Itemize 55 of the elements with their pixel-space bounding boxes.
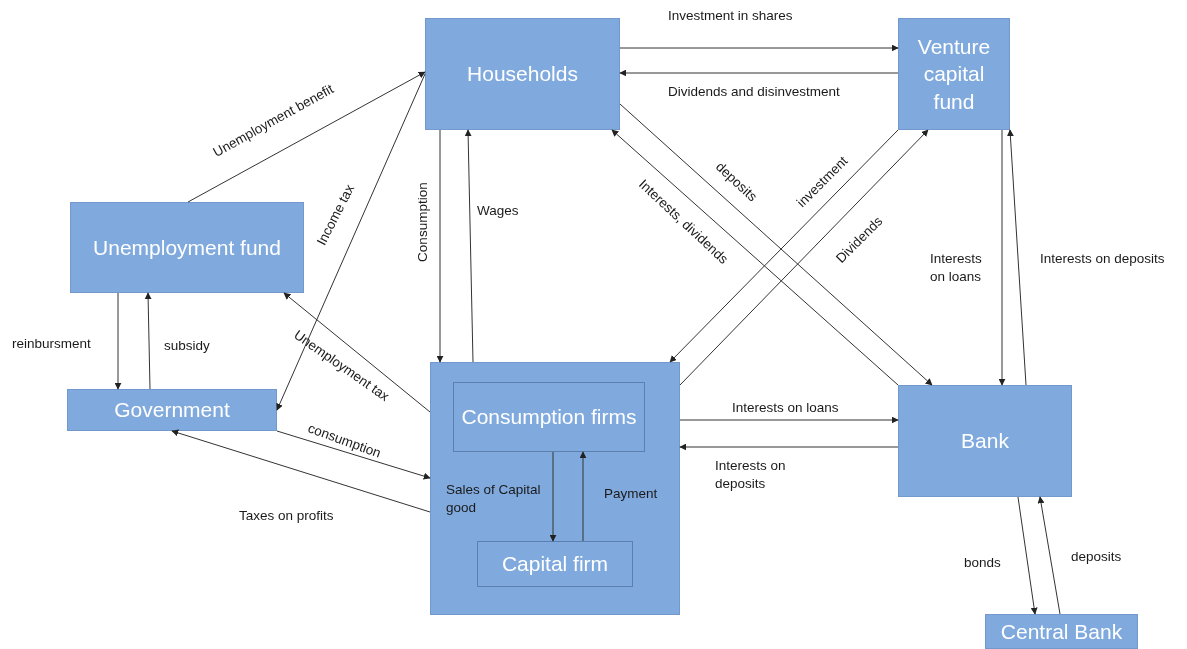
- edge-label: reinbursment: [12, 335, 91, 353]
- entity-box: [898, 385, 1072, 497]
- node-label: Unemployment fund: [92, 234, 282, 261]
- node-label: Capital firm: [500, 551, 610, 578]
- arrow: [619, 69, 899, 77]
- edge-label: Interests on deposits: [1040, 250, 1165, 268]
- arrow: [436, 129, 444, 363]
- entity-box: [70, 202, 304, 293]
- arrow: [679, 129, 929, 386]
- arrow: [1006, 129, 1027, 386]
- edge-label: Consumption: [413, 182, 431, 262]
- node-label: Central Bank: [999, 618, 1124, 645]
- edge-label: Dividends and disinvestment: [668, 83, 840, 101]
- arrow: [1017, 496, 1038, 615]
- edge-label: subsidy: [164, 337, 210, 355]
- edge-label: Payment: [604, 485, 658, 503]
- inner-box: [453, 382, 645, 452]
- edge-label: bonds: [964, 554, 1001, 572]
- arrow: [171, 429, 431, 513]
- edge-label: Investment in shares: [668, 7, 793, 25]
- edge-label: deposits: [1071, 548, 1122, 566]
- arrow: [611, 129, 899, 386]
- edge-label: Interests on deposits: [715, 457, 787, 494]
- node-label: Bank: [960, 428, 1010, 455]
- entity-box: [67, 389, 277, 431]
- node-label: Government: [113, 397, 231, 424]
- edge-label: Wages: [477, 202, 519, 220]
- entity-box: [898, 18, 1010, 130]
- arrow: [549, 451, 557, 542]
- arrow: [144, 292, 152, 390]
- firms-box: [430, 362, 680, 615]
- arrow: [283, 292, 431, 413]
- edge-label: Taxes on profits: [239, 507, 334, 525]
- edge-label: Sales of Capital good: [446, 481, 542, 518]
- arrow: [276, 73, 426, 411]
- arrow: [679, 416, 899, 424]
- arrow: [669, 129, 899, 363]
- entity-box: [425, 18, 620, 130]
- arrow: [187, 71, 426, 203]
- edge-label: Interests on loans: [732, 399, 839, 417]
- arrow: [464, 129, 474, 363]
- arrow: [1037, 496, 1061, 615]
- entity-box: [985, 614, 1138, 649]
- arrow: [579, 451, 587, 542]
- arrow: [276, 430, 431, 480]
- node-label: Venture capital fund: [916, 34, 992, 115]
- node-label: Households: [466, 61, 579, 88]
- edge-label: Interests on loans: [930, 250, 983, 287]
- arrow: [998, 129, 1006, 386]
- arrow: [114, 292, 122, 390]
- inner-box: [477, 541, 633, 587]
- arrow: [619, 44, 899, 52]
- arrow: [619, 103, 933, 386]
- arrow: [679, 443, 899, 451]
- node-label: Consumption firms: [460, 404, 638, 431]
